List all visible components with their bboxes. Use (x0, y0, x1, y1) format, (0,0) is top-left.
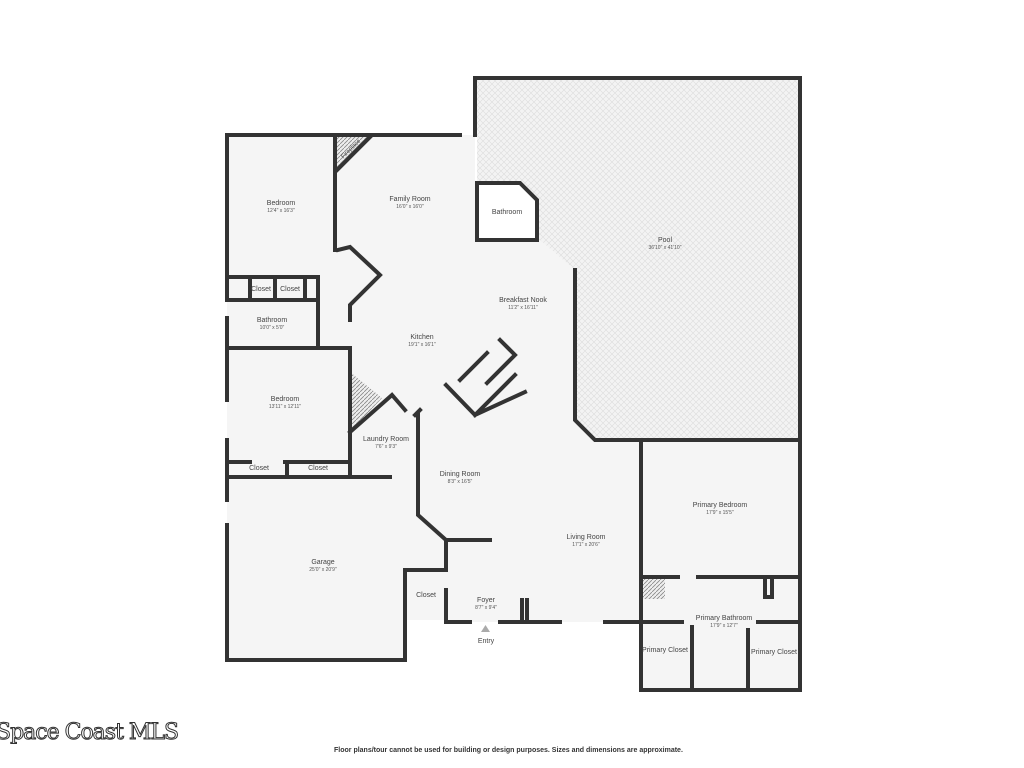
svg-text:13'11" x 12'11": 13'11" x 12'11" (269, 404, 301, 410)
svg-text:17'9" x 12'7": 17'9" x 12'7" (710, 623, 738, 629)
svg-text:36'10" x 41'10": 36'10" x 41'10" (649, 245, 682, 251)
walls (225, 76, 802, 692)
room-foyer: Foyer (477, 597, 496, 604)
room-primary-closet: Primary Closet (751, 649, 797, 656)
room-breakfast-nook: Breakfast Nook (499, 297, 547, 304)
room-laundry: Laundry Room (363, 436, 409, 443)
room-labels: Bedroom 12'4" x 16'3" Family Room 16'0" … (249, 138, 797, 656)
hatched-cabinet (643, 579, 665, 599)
disclaimer: Floor plans/tour cannot be used for buil… (334, 747, 683, 754)
room-bedroom-1: Bedroom (267, 200, 296, 207)
room-closet: Closet (416, 592, 436, 599)
entry-arrow-icon (481, 625, 490, 632)
room-kitchen: Kitchen (410, 334, 433, 341)
room-closet: Closet (249, 465, 269, 472)
room-bedroom-2: Bedroom (271, 396, 300, 403)
svg-text:16'0" x 16'0": 16'0" x 16'0" (396, 204, 424, 210)
room-garage: Garage (311, 559, 334, 566)
entry-label: Entry (478, 638, 495, 645)
room-living: Living Room (567, 534, 606, 541)
room-closet: Closet (308, 465, 328, 472)
svg-text:19'1" x 16'1": 19'1" x 16'1" (408, 342, 436, 348)
svg-text:25'0" x 20'9": 25'0" x 20'9" (309, 567, 337, 573)
room-closet: Closet (251, 286, 271, 293)
room-bathroom: Bathroom (257, 317, 288, 324)
svg-text:11'2" x 16'11": 11'2" x 16'11" (508, 305, 538, 311)
room-pool-bathroom: Bathroom (492, 209, 523, 216)
pool-deck (477, 78, 800, 440)
svg-text:8'3" x 16'5": 8'3" x 16'5" (448, 479, 473, 485)
room-pool: Pool (658, 237, 672, 244)
room-primary-bedroom: Primary Bedroom (693, 502, 748, 509)
svg-text:12'4" x 16'3": 12'4" x 16'3" (267, 208, 295, 214)
svg-text:10'0" x 5'0": 10'0" x 5'0" (260, 325, 285, 331)
svg-text:7'6" x 9'3": 7'6" x 9'3" (375, 444, 397, 450)
svg-text:8'7" x 9'4": 8'7" x 9'4" (475, 605, 497, 611)
hatched-cabinet (350, 372, 382, 432)
svg-text:17'1" x 20'6": 17'1" x 20'6" (572, 542, 600, 548)
watermark-logo: Space Coast MLS (0, 720, 180, 746)
room-primary-bathroom: Primary Bathroom (696, 615, 753, 622)
room-dining: Dining Room (440, 471, 481, 478)
room-primary-closet: Primary Closet (642, 647, 688, 654)
room-closet: Closet (280, 286, 300, 293)
room-family-room: Family Room (389, 196, 430, 203)
svg-text:17'9" x 15'5": 17'9" x 15'5" (706, 510, 734, 516)
floor-area (227, 78, 800, 690)
